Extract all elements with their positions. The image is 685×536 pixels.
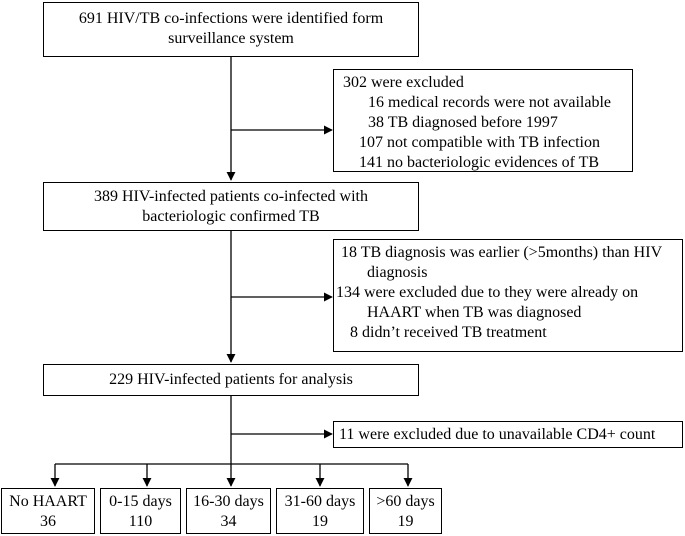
excluded-2-item: 18 TB diagnosis was earlier (>5months) t… <box>341 244 663 261</box>
group-count: 36 <box>40 513 56 530</box>
identified-line-2: surveillance system <box>168 30 294 47</box>
excluded-2-item: 134 were excluded due to they were alrea… <box>336 284 639 301</box>
group-label: >60 days <box>376 493 435 510</box>
group-box: No HAART 36 <box>1 488 95 534</box>
excluded-box-3: 11 were excluded due to unavailable CD4+… <box>333 421 683 448</box>
group-label: 0-15 days <box>109 493 172 510</box>
excluded-1-item: 16 medical records were not available <box>368 94 611 111</box>
analysis-line: 229 HIV-infected patients for analysis <box>109 371 353 388</box>
excluded-1-title: 302 were excluded <box>343 74 464 91</box>
group-label: 31-60 days <box>284 493 356 510</box>
excluded-1-item: 141 no bacteriologic evidences of TB <box>359 154 600 171</box>
identified-line-1: 691 HIV/TB co-infections were identified… <box>78 10 384 27</box>
confirmed-box: 389 HIV-infected patients co-infected wi… <box>43 182 419 231</box>
excluded-2-item: diagnosis <box>367 264 428 281</box>
excluded-2-item: 8 didn’t received TB treatment <box>350 324 547 341</box>
group-box: 0-15 days 110 <box>100 488 181 534</box>
excluded-box-1: 302 were excluded 16 medical records wer… <box>333 69 633 172</box>
identified-box: 691 HIV/TB co-infections were identified… <box>43 2 419 57</box>
group-count: 19 <box>397 513 414 530</box>
confirmed-line-2: bacteriologic confirmed TB <box>142 208 320 225</box>
group-count: 34 <box>220 513 237 530</box>
excluded-1-item: 107 not compatible with TB infection <box>359 134 600 151</box>
group-count: 110 <box>128 513 153 530</box>
group-label: No HAART <box>9 493 87 510</box>
excluded-1-item: 38 TB diagnosed before 1997 <box>368 114 558 131</box>
confirmed-line-1: 389 HIV-infected patients co-infected wi… <box>94 188 368 205</box>
excluded-3-line: 11 were excluded due to unavailable CD4+… <box>339 426 656 443</box>
group-count: 19 <box>312 513 328 530</box>
excluded-2-item: HAART when TB was diagnosed <box>367 304 582 321</box>
group-box: 31-60 days 19 <box>276 488 364 534</box>
group-box: 16-30 days 34 <box>186 488 271 534</box>
analysis-box: 229 HIV-infected patients for analysis <box>43 364 419 396</box>
excluded-box-2: 18 TB diagnosis was earlier (>5months) t… <box>333 239 683 352</box>
group-box: >60 days 19 <box>369 488 442 534</box>
group-label: 16-30 days <box>193 493 264 510</box>
